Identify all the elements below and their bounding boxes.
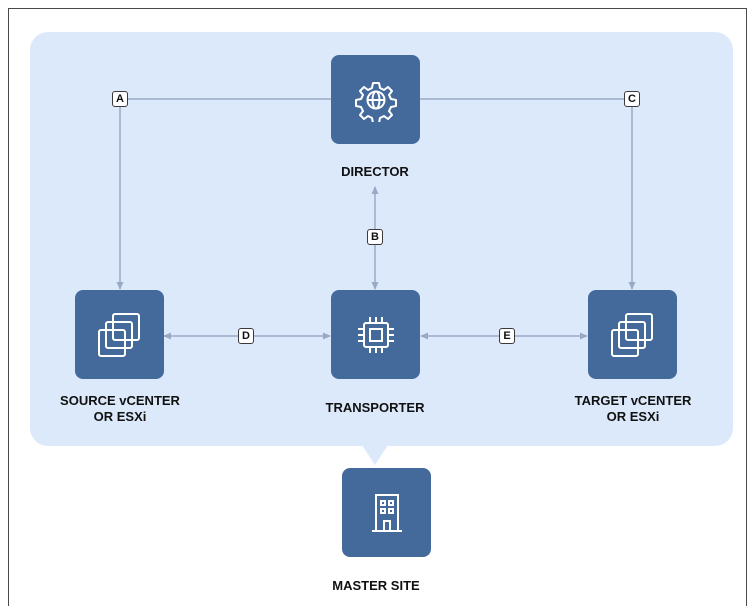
connection-badge-e: E	[499, 328, 515, 344]
target-vcenter-label: TARGET vCENTER OR ESXi	[574, 393, 692, 424]
director-node[interactable]	[331, 55, 420, 144]
gear-globe-icon	[354, 81, 397, 122]
vcenter-windows-icon	[610, 312, 653, 357]
connector-c	[420, 98, 636, 290]
connection-badge-b: B	[367, 229, 383, 245]
master-site-node[interactable]	[342, 468, 431, 557]
director-label: DIRECTOR	[341, 164, 409, 179]
target-vcenter-node[interactable]	[588, 290, 677, 379]
vcenter-windows-icon	[97, 312, 140, 357]
connector-a	[116, 98, 331, 290]
transporter-label: TRANSPORTER	[325, 400, 425, 415]
master-site-label: MASTER SITE	[332, 578, 420, 593]
connection-badge-c: C	[624, 91, 640, 107]
region-pointer	[362, 445, 388, 465]
connection-badge-a: A	[112, 91, 128, 107]
diagram-frame	[8, 8, 747, 606]
connection-badge-d: D	[238, 328, 254, 344]
source-vcenter-label: SOURCE vCENTER OR ESXi	[60, 393, 180, 424]
source-vcenter-node[interactable]	[75, 290, 164, 379]
transporter-node[interactable]	[331, 290, 420, 379]
chip-icon	[357, 316, 394, 353]
building-icon	[371, 493, 402, 532]
